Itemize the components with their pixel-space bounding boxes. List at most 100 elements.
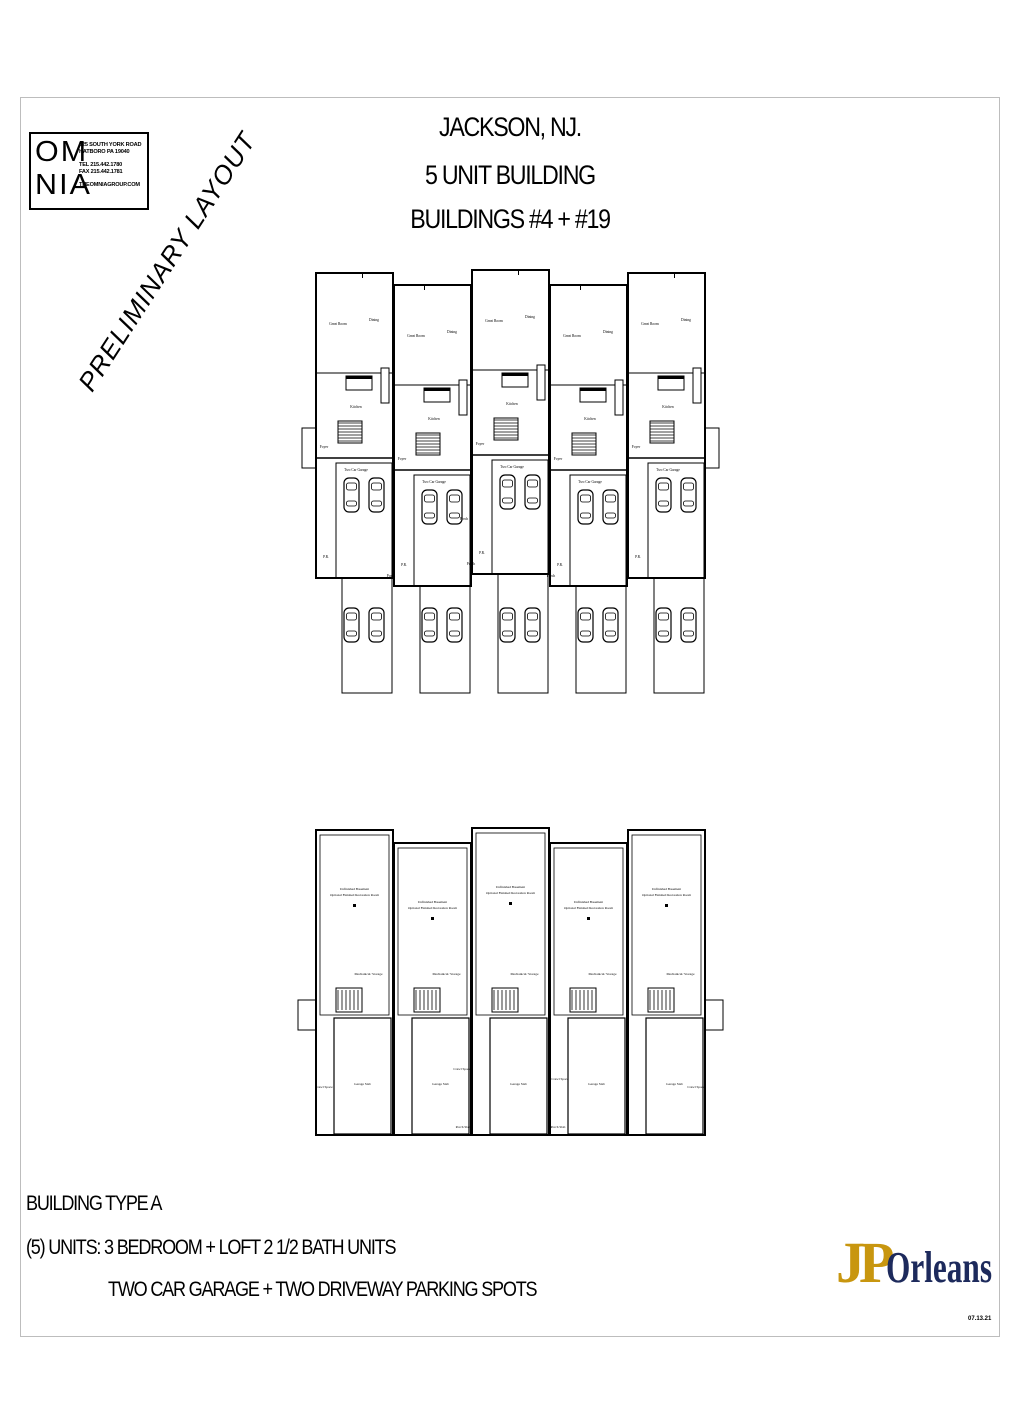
- unit-2-driveway-car-2-rear-window: [449, 630, 460, 637]
- drawing-date: 07.13.21: [968, 1316, 992, 1322]
- basement-3-mechanical-label: Mechanical/ Storage: [511, 972, 539, 976]
- unit-5-dining-label: Dining: [681, 318, 691, 322]
- basement-2-garage-slab-label: Garage Slab: [432, 1082, 449, 1086]
- unit-4-stair: [571, 432, 597, 456]
- basement-3-column: [509, 902, 512, 905]
- basement-5-foundation-wall: [631, 834, 702, 1016]
- unit-1-driveway-car-1-rear-window: [346, 630, 357, 637]
- unit-4-counter: [614, 379, 624, 416]
- unit-4-outline: [549, 284, 628, 587]
- unit-3-driveway: [497, 573, 549, 694]
- unit-5-driveway-car-1-rear-window: [658, 630, 669, 637]
- jp-logo-text: JP: [836, 1232, 893, 1290]
- basement-2-unfinished-label: Unfinished Basement: [418, 900, 447, 904]
- unit-3-driveway-car-1-rear-window: [502, 630, 513, 637]
- unit-2-pr-label: P.R.: [401, 563, 407, 567]
- unit-5-garage-car-1-rear-window: [658, 500, 669, 507]
- basement-1-optional-rec-label: Optional Finished Recreation Room: [330, 893, 379, 897]
- fax: FAX 215.442.1781: [79, 169, 123, 175]
- porch-label-3: Porch: [387, 574, 396, 578]
- basement-4-foundation-wall: [553, 847, 624, 1016]
- basement-3-stair: [491, 987, 519, 1013]
- unit-2-kitchen-label: Kitchen: [428, 417, 440, 421]
- unit-4-foyer-label: Foyer: [554, 457, 563, 461]
- unit-4-dining-label: Dining: [603, 330, 613, 334]
- porch-label-1: Porch: [460, 517, 469, 521]
- tel: TEL 215.442.1780: [79, 162, 123, 168]
- basement-2-column: [431, 917, 434, 920]
- basement-5-garage-slab-label: Garage Slab: [666, 1082, 683, 1086]
- unit-3-stair: [493, 417, 519, 441]
- title-line-1: JACKSON, NJ.: [439, 112, 582, 142]
- unit-3-driveway-car-2-rear-window: [527, 630, 538, 637]
- unit-3-kitchen-label: Kitchen: [506, 402, 518, 406]
- unit-5-kitchen-label: Kitchen: [662, 405, 674, 409]
- unit-5-foyer-label: Foyer: [632, 445, 641, 449]
- unit-2-garage-label: Two Car Garage: [422, 480, 446, 484]
- basement-2-mechanical-label: Mechanical/ Storage: [433, 972, 461, 976]
- unit-4-kitchen-label: Kitchen: [584, 417, 596, 421]
- basement-1-stair: [335, 987, 363, 1013]
- basement-2-optional-rec-label: Optional Finished Recreation Room: [408, 906, 457, 910]
- title-line-3: BUILDINGS #4 + #19: [410, 204, 611, 234]
- unit-2-stair: [415, 432, 441, 456]
- website: THEOMNIAGROUP.COM: [79, 182, 140, 188]
- address-line-1: 325 SOUTH YORK ROAD: [79, 142, 142, 148]
- basement-1-mechanical-label: Mechanical/ Storage: [355, 972, 383, 976]
- basement-1-foundation-wall: [319, 834, 390, 1016]
- unit-4-great-room-label: Great Room: [563, 334, 581, 338]
- unit-2-driveway-car-2-windshield: [449, 612, 460, 621]
- basement-5-unfinished-label: Unfinished Basement: [652, 887, 681, 891]
- porch-slab-label-2: Porch Slab: [551, 1125, 566, 1129]
- unit-3-outline: [471, 269, 550, 575]
- unit-1-driveway-car-2-rear-window: [371, 630, 382, 637]
- unit-1-garage-car-1-windshield: [346, 482, 357, 491]
- basement-3-optional-rec-label: Optional Finished Recreation Room: [486, 891, 535, 895]
- unit-4-garage-car-1-windshield: [580, 494, 591, 503]
- omnia-logo: OM NIA 325 SOUTH YORK ROAD HATBORO PA 19…: [29, 132, 149, 210]
- unit-4-driveway-car-1-windshield: [580, 612, 591, 621]
- address-line-2: HATBORO PA 19040: [79, 149, 130, 155]
- unit-4-driveway-car-2-windshield: [605, 612, 616, 621]
- basement-2-foundation-wall: [397, 847, 468, 1016]
- unit-1-driveway-car-2-windshield: [371, 612, 382, 621]
- unit-4-island-top: [580, 388, 606, 391]
- basement-4-stair: [569, 987, 597, 1013]
- unit-3-foyer-label: Foyer: [476, 442, 485, 446]
- basement-3-outline: [471, 827, 550, 1136]
- porch-slab-label-1: Porch Slab: [456, 1125, 471, 1129]
- unit-1-kitchen-label: Kitchen: [350, 405, 362, 409]
- title-line-2: 5 UNIT BUILDING: [425, 160, 596, 190]
- unit-2-garage-car-2-windshield: [449, 494, 460, 503]
- unit-1-counter: [380, 367, 390, 404]
- unit-5-outline: [627, 272, 706, 579]
- basement-1-garage-slab: [333, 1017, 392, 1135]
- unit-3-garage-label: Two Car Garage: [500, 465, 524, 469]
- unit-2-outline: [393, 284, 472, 587]
- unit-2-dining-label: Dining: [447, 330, 457, 334]
- crawl-space-label-3: Crawl Space: [453, 1067, 471, 1071]
- unit-2-great-room-label: Great Room: [407, 334, 425, 338]
- unit-2-garage-car-1-rear-window: [424, 512, 435, 519]
- basement-3-garage-slab-label: Garage Slab: [510, 1082, 527, 1086]
- jp-orleans-logo: JP Orleans: [836, 1232, 992, 1290]
- unit-1-island-top: [346, 376, 372, 379]
- unit-5-driveway-car-2-windshield: [683, 612, 694, 621]
- unit-4-driveway: [575, 585, 627, 694]
- unit-5-great-room-label: Great Room: [641, 322, 659, 326]
- unit-3-pr-label: P.R.: [479, 551, 485, 555]
- unit-2-driveway-car-1-rear-window: [424, 630, 435, 637]
- right-basement-bay: [704, 999, 724, 1031]
- unit-1-garage-car-2-windshield: [371, 482, 382, 491]
- unit-4-driveway-car-1-rear-window: [580, 630, 591, 637]
- unit-3-counter: [536, 364, 546, 401]
- building-type: BUILDING TYPE A: [26, 1192, 162, 1215]
- basement-4-unfinished-label: Unfinished Basement: [574, 900, 603, 904]
- basement-3-unfinished-label: Unfinished Basement: [496, 885, 525, 889]
- unit-4-garage-label: Two Car Garage: [578, 480, 602, 484]
- basement-1-unfinished-label: Unfinished Basement: [340, 887, 369, 891]
- basement-4-outline: [549, 842, 628, 1136]
- unit-5-garage-car-2-windshield: [683, 482, 694, 491]
- unit-1-stair: [337, 420, 363, 444]
